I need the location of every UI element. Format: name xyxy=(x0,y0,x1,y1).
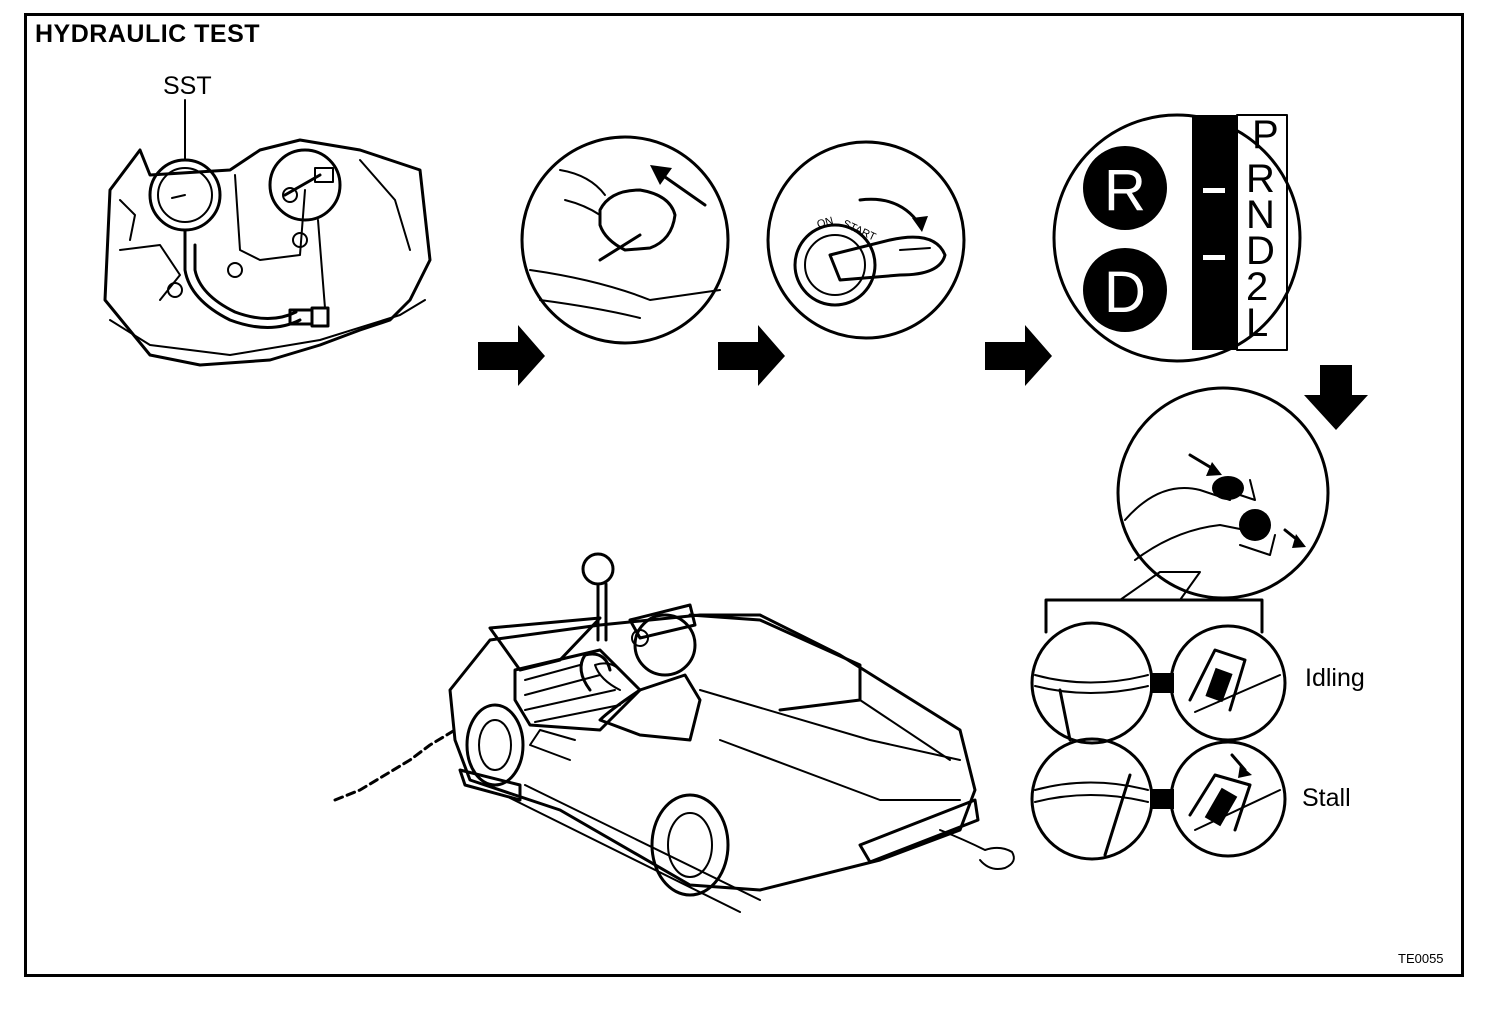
arrow-down-icon xyxy=(1304,365,1368,430)
car-stall-test-illustration xyxy=(333,552,1015,913)
range-badge-r xyxy=(1083,146,1167,230)
figure-frame xyxy=(24,13,1464,977)
selector-position-2: 2 xyxy=(1246,265,1268,309)
arrow-right-icon xyxy=(985,325,1052,386)
shift-selector-illustration: R D P R N D 2 L xyxy=(1052,113,1302,363)
selector-position-p: P xyxy=(1252,113,1279,157)
arrow-right-icon xyxy=(478,325,545,386)
idling-gauge-reading xyxy=(1030,621,1287,745)
arrow-right-icon xyxy=(718,325,785,386)
figure-code: TE0055 xyxy=(1398,951,1444,966)
selector-position-l: L xyxy=(1246,301,1268,345)
idling-callout: Idling xyxy=(1305,664,1365,692)
ignition-key-illustration: ON START xyxy=(766,140,966,340)
key-mark-start: START xyxy=(841,218,878,244)
stall-gauge-reading xyxy=(1030,737,1287,861)
pedal-illustration xyxy=(1116,386,1330,600)
stall-callout: Stall xyxy=(1302,784,1351,812)
range-badge-d-label: D xyxy=(1104,260,1146,325)
selector-position-r: R xyxy=(1246,157,1275,201)
selector-position-d: D xyxy=(1246,229,1275,273)
range-badge-d xyxy=(1083,248,1167,332)
selector-position-n: N xyxy=(1246,193,1275,237)
sst-callout: SST xyxy=(163,72,212,100)
range-badge-r-label: R xyxy=(1104,158,1146,223)
key-mark-on: ON xyxy=(816,215,835,231)
figure-title: HYDRAULIC TEST xyxy=(35,20,261,48)
parking-brake-illustration xyxy=(520,135,730,345)
sst-gauge-illustration xyxy=(103,99,432,367)
